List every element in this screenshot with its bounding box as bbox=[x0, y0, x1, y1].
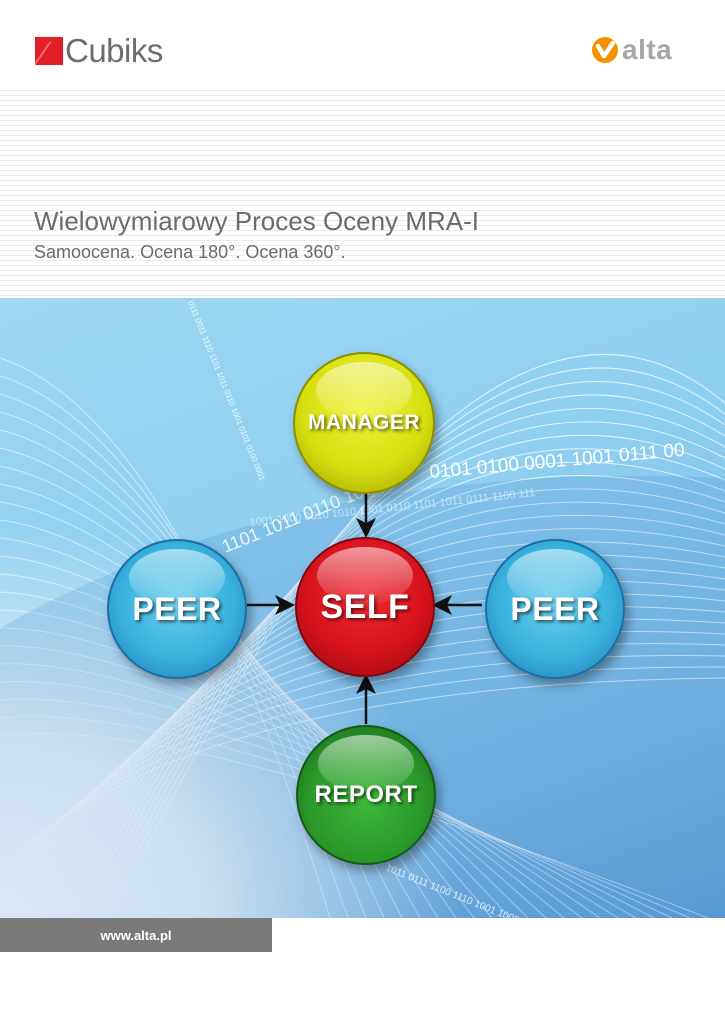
alta-check-icon bbox=[592, 37, 618, 63]
report-node: REPORT bbox=[296, 725, 436, 865]
cubiks-logo-text: Cubiks bbox=[65, 32, 163, 69]
page-title: Wielowymiarowy Proces Oceny MRA-I bbox=[34, 206, 479, 236]
peer-right-node: PEER bbox=[485, 539, 625, 679]
alta-logo: alta bbox=[592, 36, 672, 64]
wave-line bbox=[0, 680, 655, 918]
wave-line bbox=[0, 677, 725, 871]
peer-right-label: PEER bbox=[510, 590, 600, 627]
header: Cubiks alta bbox=[0, 0, 725, 90]
wave-line bbox=[0, 357, 331, 918]
cubiks-square-icon bbox=[35, 36, 63, 65]
manager-label: MANAGER bbox=[308, 411, 420, 434]
footer-url[interactable]: www.alta.pl bbox=[100, 927, 172, 943]
cubiks-logo: Cubiks bbox=[35, 34, 163, 67]
wave-line bbox=[103, 367, 725, 918]
wave-line bbox=[0, 573, 547, 918]
wave-line bbox=[0, 627, 601, 918]
manager-node: MANAGER bbox=[293, 352, 435, 494]
alta-logo-text: alta bbox=[622, 34, 673, 65]
wave-line bbox=[0, 591, 565, 918]
wave-line bbox=[73, 434, 725, 918]
wave-line bbox=[79, 421, 725, 918]
wave-line bbox=[0, 645, 619, 918]
report-label: REPORT bbox=[314, 781, 418, 808]
peer-left-node: PEER bbox=[107, 539, 247, 679]
striped-background bbox=[0, 90, 725, 298]
self-label: SELF bbox=[320, 587, 410, 626]
wave-line bbox=[67, 448, 725, 918]
page-subtitle: Samoocena. Ocena 180°. Ocena 360°. bbox=[34, 242, 346, 262]
footer-url-bar: www.alta.pl bbox=[0, 918, 272, 952]
wave-line bbox=[0, 732, 709, 918]
wave-line bbox=[0, 663, 637, 918]
peer-left-label: PEER bbox=[132, 590, 222, 627]
self-node: SELF bbox=[295, 537, 435, 677]
wave-line bbox=[0, 715, 691, 918]
wave-line bbox=[0, 609, 583, 918]
wave-line bbox=[0, 698, 673, 918]
wave-line bbox=[109, 354, 725, 918]
